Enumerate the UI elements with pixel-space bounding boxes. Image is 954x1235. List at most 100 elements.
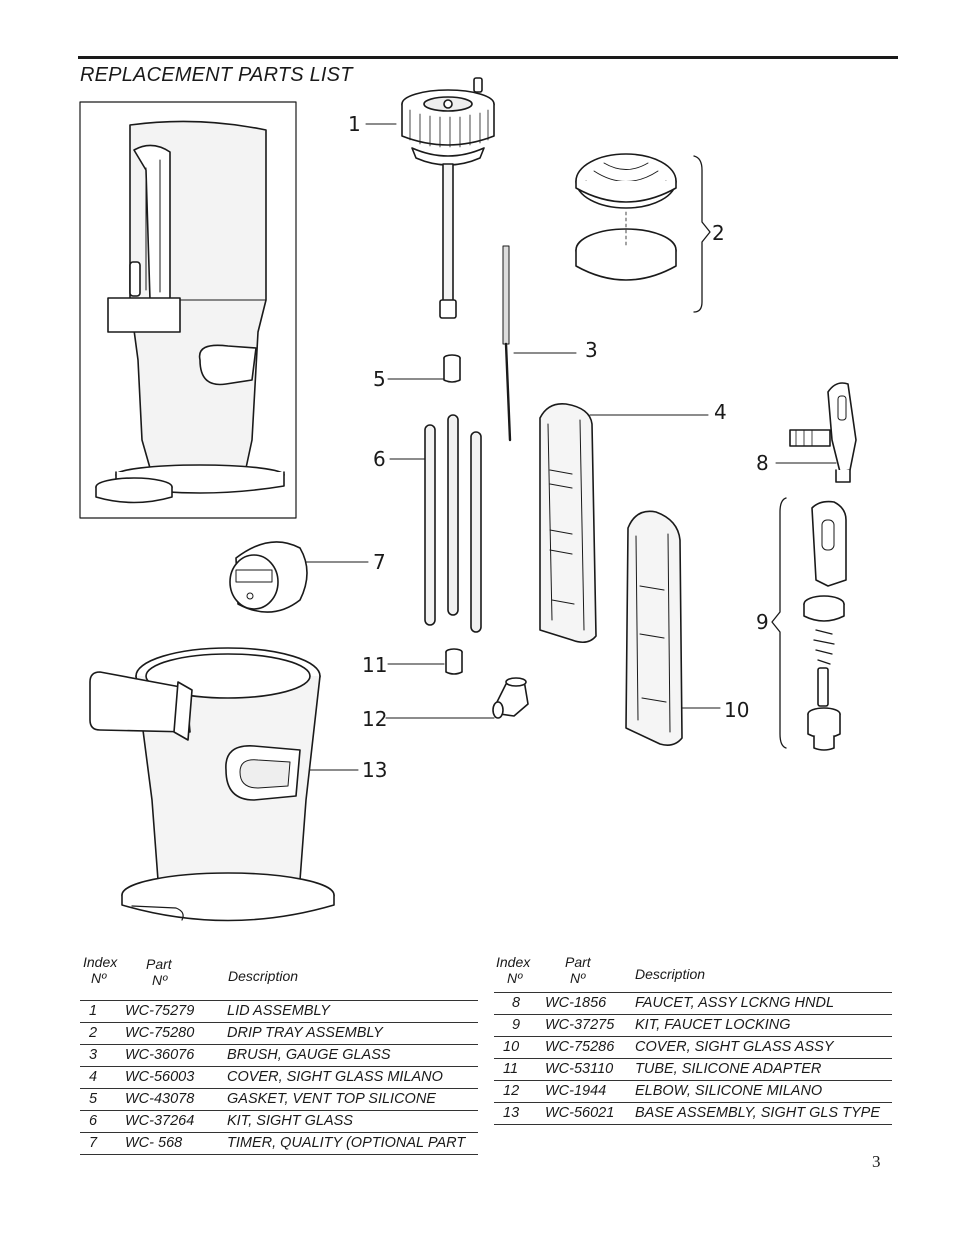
row-part-number: WC-36076: [125, 1047, 195, 1063]
header-index: Index: [496, 954, 531, 970]
row-description: LID ASSEMBLY: [227, 1003, 330, 1019]
row-index: 13: [503, 1105, 520, 1121]
table-header-rule: [494, 992, 892, 993]
callout-6: 6: [373, 447, 386, 471]
callout-10: 10: [724, 698, 749, 722]
gauge-brush-part: [502, 245, 512, 442]
callout-7: 7: [373, 550, 386, 574]
row-description: KIT, SIGHT GLASS: [227, 1113, 353, 1129]
row-part-number: WC-43078: [125, 1091, 195, 1107]
row-description: BASE ASSEMBLY, SIGHT GLS TYPE: [635, 1105, 880, 1121]
header-part-no: Nº: [152, 972, 168, 988]
row-part-number: WC-37264: [125, 1113, 195, 1129]
silicone-elbow-part: [492, 677, 529, 719]
row-index: 6: [89, 1113, 98, 1129]
header-part-no: Nº: [570, 970, 586, 986]
row-index: 12: [503, 1083, 520, 1099]
table-row: 2 WC-75280 DRIP TRAY ASSEMBLY: [80, 1023, 478, 1045]
silicone-adapter-tube-part: [445, 648, 463, 675]
callout-leaders: [305, 123, 837, 771]
table-row: 1 WC-75279 LID ASSEMBLY: [80, 1001, 478, 1023]
page-number: 3: [872, 1152, 881, 1171]
exploded-parts-diagram: 1 2 3 4 5 6 7 8 9 10 11 12 13: [79, 77, 857, 922]
callout-labels: 1 2 3 4 5 6 7 8 9 10 11 12 13: [348, 112, 769, 782]
sight-glass-cover-assy-part: [625, 510, 683, 746]
quality-timer-part: [229, 541, 308, 613]
row-description: GASKET, VENT TOP SILICONE: [227, 1091, 436, 1107]
callout-5: 5: [373, 367, 386, 391]
row-index: 9: [512, 1017, 521, 1033]
row-part-number: WC-75286: [545, 1039, 615, 1055]
row-part-number: WC-53110: [545, 1061, 614, 1077]
row-index: 3: [89, 1047, 98, 1063]
row-description: FAUCET, ASSY LCKNG HNDL: [635, 995, 835, 1011]
table-row: 11 WC-53110 TUBE, SILICONE ADAPTER: [494, 1059, 892, 1081]
row-part-number: WC-75279: [125, 1003, 195, 1019]
header-description: Description: [635, 966, 706, 982]
row-description: TIMER, QUALITY (OPTIONAL PART: [227, 1135, 466, 1151]
vent-gasket-part: [443, 354, 461, 383]
callout-3: 3: [585, 338, 598, 362]
header-description: Description: [228, 968, 299, 984]
row-description: TUBE, SILICONE ADAPTER: [635, 1061, 822, 1077]
callout-4: 4: [714, 400, 727, 424]
table-header: Index Nº Part Nº Description: [80, 952, 478, 1000]
row-description: KIT, FAUCET LOCKING: [635, 1017, 791, 1033]
row-part-number: WC-75280: [125, 1025, 195, 1041]
row-index: 2: [89, 1025, 98, 1041]
table-row: 13 WC-56021 BASE ASSEMBLY, SIGHT GLS TYPE: [494, 1103, 892, 1125]
parts-table-left: Index Nº Part Nº Description 1 WC-75279 LI…: [80, 952, 478, 1155]
row-part-number: WC-1944: [545, 1083, 607, 1099]
table-row: 4 WC-56003 COVER, SIGHT GLASS MILANO: [80, 1067, 478, 1089]
lid-assembly-part: [401, 77, 495, 319]
row-index: 11: [503, 1061, 519, 1077]
table-row: 3 WC-36076 BRUSH, GAUGE GLASS: [80, 1045, 478, 1067]
callout-2: 2: [712, 221, 725, 245]
header-index-no: Nº: [507, 970, 523, 986]
page-title: REPLACEMENT PARTS LIST: [80, 64, 353, 86]
row-description: BRUSH, GAUGE GLASS: [227, 1047, 391, 1063]
sight-glass-tubes-part: [424, 414, 482, 633]
row-index: 7: [89, 1135, 98, 1151]
row-index: 1: [89, 1003, 98, 1019]
header-index: Index: [83, 954, 118, 970]
row-part-number: WC-37275: [545, 1017, 615, 1033]
row-description: COVER, SIGHT GLASS ASSY: [635, 1039, 834, 1055]
row-description: COVER, SIGHT GLASS MILANO: [227, 1069, 443, 1085]
sight-glass-cover-part: [539, 402, 597, 644]
drip-tray-part: [575, 153, 711, 313]
parts-table-right: Index Nº Part Nº Description 8 WC-1856 FAU…: [494, 952, 892, 1125]
callout-1: 1: [348, 112, 361, 136]
callout-8: 8: [756, 451, 769, 475]
row-index: 5: [89, 1091, 98, 1107]
row-part-number: WC-1856: [545, 995, 607, 1011]
table-row: 9 WC-37275 KIT, FAUCET LOCKING: [494, 1015, 892, 1037]
table-row: 10 WC-75286 COVER, SIGHT GLASS ASSY: [494, 1037, 892, 1059]
row-index: 8: [512, 995, 521, 1011]
header-rule: [78, 56, 898, 59]
row-part-number: WC-56021: [545, 1105, 615, 1121]
header-part: Part: [146, 956, 172, 972]
row-part-number: WC-56003: [125, 1069, 195, 1085]
callout-11: 11: [362, 653, 387, 677]
row-index: 4: [89, 1069, 98, 1085]
table-row: 8 WC-1856 FAUCET, ASSY LCKNG HNDL: [494, 993, 892, 1015]
table-row: 6 WC-37264 KIT, SIGHT GLASS: [80, 1111, 478, 1133]
row-index: 10: [503, 1039, 520, 1055]
faucet-locking-kit-part: [771, 497, 847, 751]
table-header-rule: [80, 1000, 478, 1001]
header-index-no: Nº: [91, 970, 107, 986]
table-row: 12 WC-1944 ELBOW, SILICONE MILANO: [494, 1081, 892, 1103]
table-header: Index Nº Part Nº Description: [494, 952, 892, 992]
row-part-number: WC- 568: [125, 1135, 183, 1151]
table-row: 7 WC- 568 TIMER, QUALITY (OPTIONAL PART: [80, 1133, 478, 1155]
callout-13: 13: [362, 758, 387, 782]
callout-12: 12: [362, 707, 387, 731]
row-description: ELBOW, SILICONE MILANO: [635, 1083, 823, 1099]
header-part: Part: [565, 954, 591, 970]
faucet-part: [789, 382, 857, 483]
table-row: 5 WC-43078 GASKET, VENT TOP SILICONE: [80, 1089, 478, 1111]
callout-9: 9: [756, 610, 769, 634]
row-description: DRIP TRAY ASSEMBLY: [227, 1025, 383, 1041]
assembled-dispenser-illustration: [79, 101, 297, 519]
